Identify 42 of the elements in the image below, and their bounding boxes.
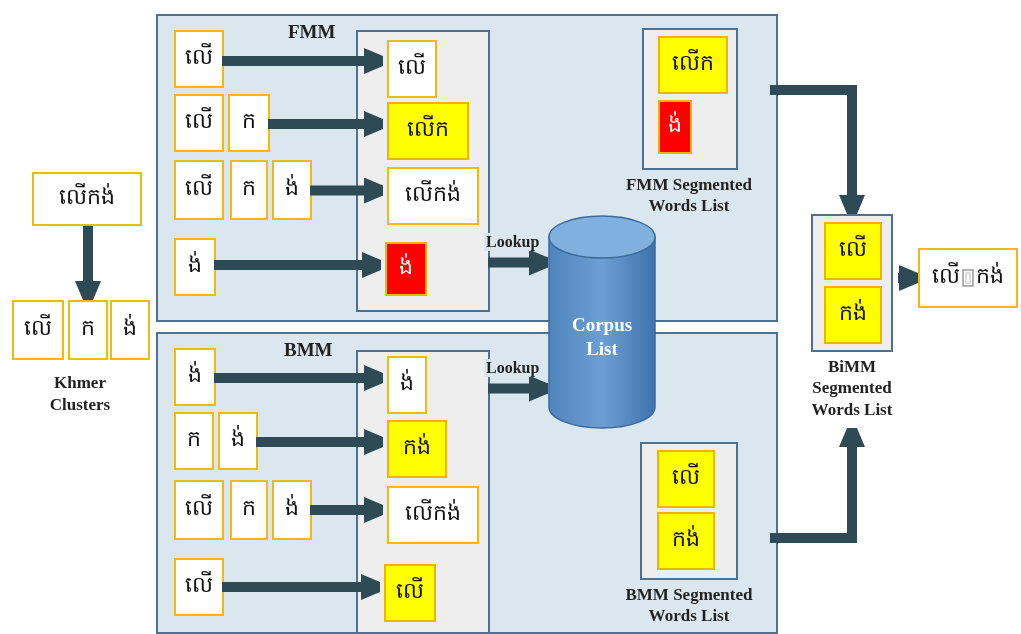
word-cell: លើ bbox=[174, 480, 224, 540]
word-cell: លើ bbox=[12, 300, 64, 360]
word-text: លើ bbox=[932, 262, 960, 290]
panel-heading: FMM bbox=[288, 20, 336, 44]
word-cell: ង់ bbox=[174, 238, 216, 296]
word-cell: លើ bbox=[174, 30, 224, 88]
word-cell: លើកង់ bbox=[387, 167, 479, 225]
word-cell: ក bbox=[228, 94, 270, 152]
list-heading: BMM Segmented Words List bbox=[624, 584, 754, 627]
word-cell: កង់ bbox=[387, 420, 447, 478]
word-cell: ង់ bbox=[218, 412, 258, 470]
list-heading: BiMM Segmented Words List bbox=[810, 356, 894, 420]
list-heading: FMM Segmented Words List bbox=[624, 174, 754, 217]
word-cell: លើ bbox=[174, 94, 224, 152]
panel-heading: BMM bbox=[284, 338, 333, 362]
word-cell: ង់ bbox=[387, 356, 427, 414]
word-cell: ង់ bbox=[385, 242, 427, 296]
word-text: កង់ bbox=[976, 262, 1004, 290]
word-cell: លើកង់ bbox=[387, 486, 479, 544]
word-cell: ក bbox=[230, 480, 268, 540]
word-cell: លើកង់ bbox=[32, 172, 142, 226]
word-cell: លើ bbox=[174, 558, 224, 616]
cluster-caption: Khmer Clusters bbox=[48, 372, 112, 417]
word-cell: លើ bbox=[174, 160, 224, 220]
word-cell: ក bbox=[68, 300, 108, 360]
word-cell: លើ bbox=[384, 564, 436, 622]
word-cell: ក bbox=[174, 412, 214, 470]
word-cell: លើ bbox=[657, 450, 715, 508]
word-cell: ង់ bbox=[272, 160, 312, 220]
word-cell: ង់ bbox=[658, 100, 692, 154]
word-cell: កង់ bbox=[657, 512, 715, 570]
corpus-label: Corpus List bbox=[570, 313, 634, 361]
word-cell: លើក bbox=[658, 36, 728, 94]
word-cell: ក bbox=[230, 160, 268, 220]
word-cell: លើក bbox=[387, 102, 469, 160]
word-cell: លើ bbox=[387, 40, 437, 98]
word-cell: ង់ bbox=[272, 480, 312, 540]
output-box bbox=[918, 248, 1018, 308]
word-cell: ង់ bbox=[174, 348, 216, 406]
word-cell: ង់ bbox=[110, 300, 150, 360]
word-cell: លើ bbox=[824, 222, 882, 280]
word-cell: កង់ bbox=[824, 286, 882, 344]
